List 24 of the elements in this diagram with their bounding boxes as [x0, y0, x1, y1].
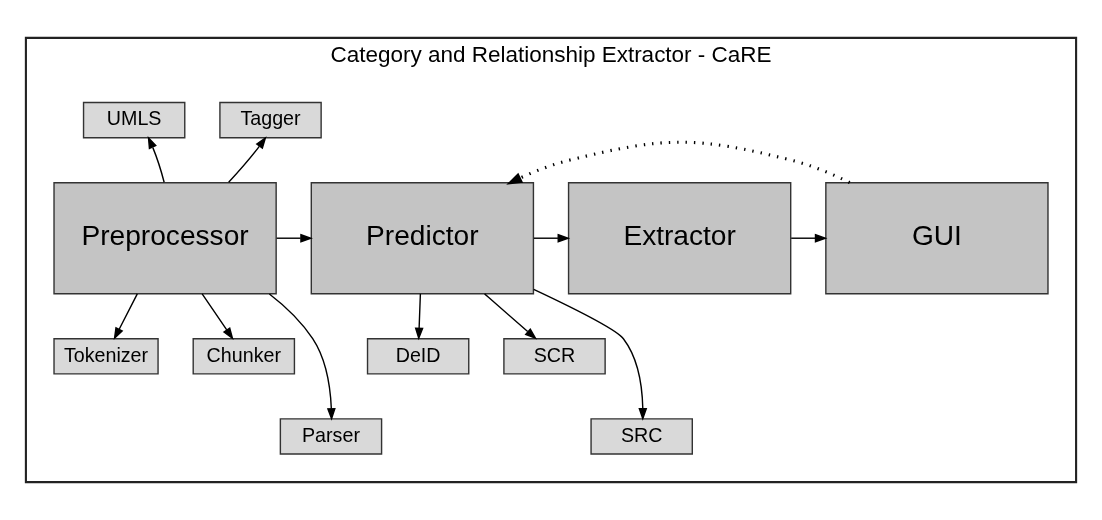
- node-box: Predictor: [310, 181, 535, 295]
- arrow: [275, 233, 313, 243]
- arrow: [533, 233, 571, 243]
- arrow: [483, 293, 537, 340]
- arrow: [506, 140, 851, 185]
- node-box: GUI: [825, 181, 1049, 295]
- arrow: [532, 288, 648, 421]
- arrow: [227, 136, 267, 183]
- arrow: [414, 293, 424, 341]
- node-box: Tagger: [219, 101, 322, 139]
- node-box: Extractor: [567, 181, 792, 295]
- arrow: [201, 293, 234, 340]
- arrow: [113, 293, 138, 341]
- node-box: UMLS: [82, 101, 186, 139]
- node-box: SRC: [590, 418, 693, 455]
- arrow: [268, 293, 336, 421]
- node-box: Parser: [279, 418, 383, 455]
- node-box: DeID: [366, 338, 470, 375]
- node-box: SCR: [503, 338, 606, 375]
- node-box: Preprocessor: [53, 181, 277, 295]
- arrow: [790, 233, 828, 243]
- node-box: Chunker: [192, 338, 296, 375]
- arrow: [147, 136, 165, 183]
- node-box: Tokenizer: [53, 338, 159, 375]
